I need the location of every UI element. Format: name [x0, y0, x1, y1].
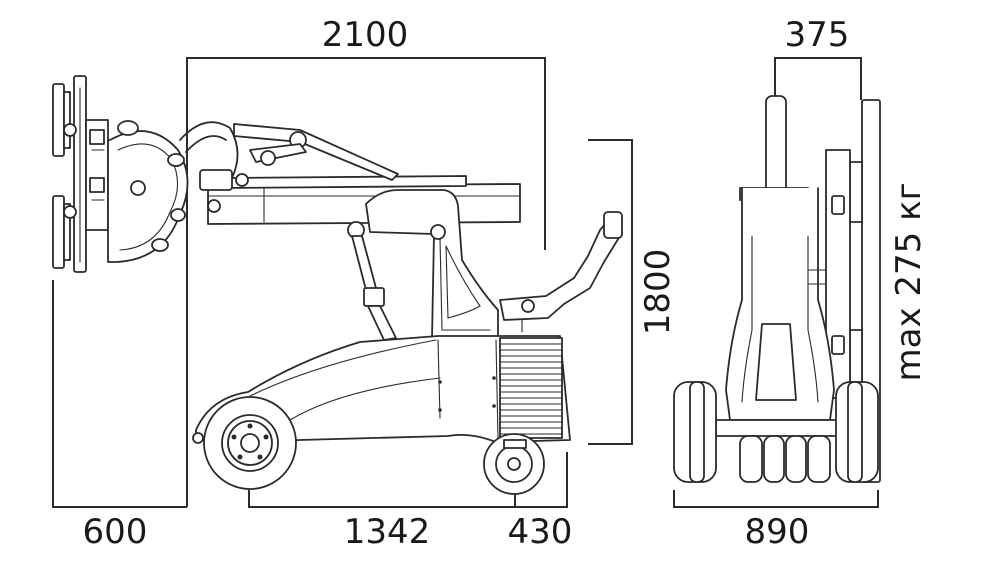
end-view-base	[673, 381, 879, 483]
dim-line-600	[52, 280, 187, 508]
dim-label-890: 890	[745, 512, 810, 552]
vacuum-suction-tool	[52, 75, 109, 273]
tool-rotation-ring	[107, 120, 239, 263]
dim-label-1342: 1342	[344, 512, 431, 552]
dim-line-375	[774, 57, 862, 100]
dim-label-1800: 1800	[638, 249, 678, 336]
max-load-label: max 275 кг	[889, 183, 929, 382]
dim-line-2100	[186, 57, 546, 507]
dim-line-1800	[588, 139, 633, 445]
dim-line-1342	[248, 490, 516, 508]
dim-label-2100: 2100	[322, 15, 409, 55]
end-view-mast	[725, 95, 835, 421]
dim-line-890	[673, 490, 879, 508]
dim-label-600: 600	[83, 512, 148, 552]
rear-wheel	[483, 433, 545, 495]
side-view-machine	[52, 75, 623, 495]
boom-arm	[199, 123, 521, 225]
chassis-body	[192, 335, 571, 444]
dim-line-430	[515, 452, 568, 508]
end-view-machine	[673, 95, 881, 483]
dimension-lines	[52, 57, 879, 508]
dim-label-375: 375	[785, 15, 850, 55]
rear-grille	[499, 337, 563, 439]
mast-column	[347, 189, 499, 341]
dim-label-430: 430	[508, 512, 573, 552]
front-wheel	[203, 396, 297, 490]
control-handle	[499, 211, 623, 333]
